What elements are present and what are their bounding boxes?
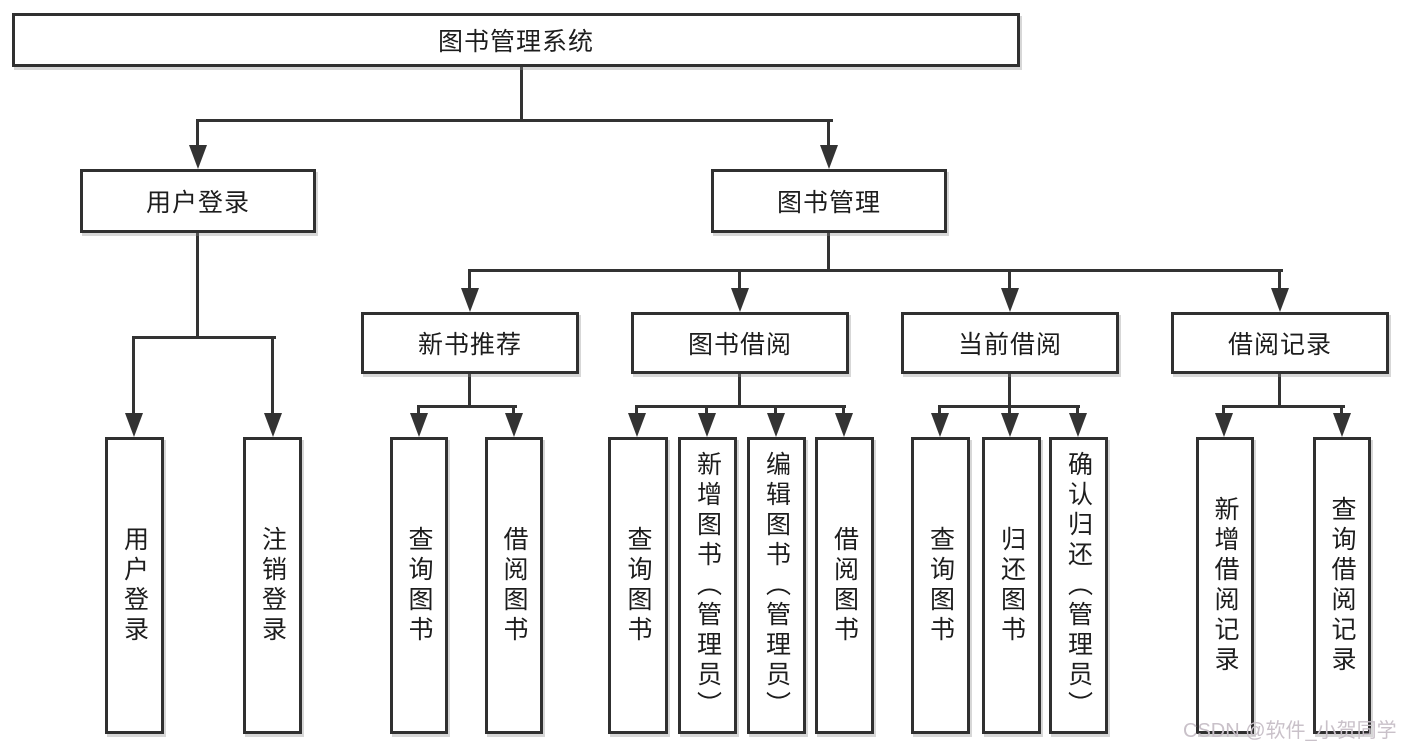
arrowhead-down-icon [698,413,716,437]
node-book-borrowing-label: 图书借阅 [687,331,792,359]
connector-line [1008,269,1011,292]
node-cb-confirm-return-admin-label: 确认归还（管理员） [1064,450,1093,721]
connector-line [132,336,276,339]
arrowhead-down-icon [1271,288,1289,312]
node-bb-add-book-admin-label: 新增图书（管理员） [693,450,722,721]
connector-line [417,405,517,408]
arrowhead-down-icon [1069,413,1087,437]
connector-line [1076,405,1079,417]
connector-line [1340,405,1343,417]
connector-line [705,405,708,417]
node-user-login-label: 用户登录 [145,189,250,217]
node-cb-query-book-label: 查询图书 [926,525,955,646]
arrowhead-down-icon [1215,413,1233,437]
arrowhead-down-icon [931,413,949,437]
arrowhead-down-icon [264,413,282,437]
connector-line [468,269,471,292]
connector-line [635,405,638,417]
arrowhead-down-icon [1001,288,1019,312]
connector-line [1222,405,1225,417]
connector-line [468,269,1283,272]
node-logout: 注销登录 [243,437,302,734]
connector-line [196,119,199,149]
arrowhead-down-icon [731,288,749,312]
arrowhead-down-icon [1333,413,1351,437]
node-user-login-leaf: 用户登录 [105,437,164,734]
node-bb-add-book-admin: 新增图书（管理员） [678,437,737,734]
arrowhead-down-icon [125,413,143,437]
node-library-management-system-label: 图书管理系统 [437,28,594,56]
node-user-login-leaf-label: 用户登录 [120,525,149,646]
connector-line [196,233,199,338]
connector-line [1008,374,1011,407]
connector-line [417,405,420,417]
node-nbr-query-book-label: 查询图书 [405,525,433,646]
node-bb-edit-book-admin: 编辑图书（管理员） [747,437,806,734]
node-br-query-record-label: 查询借阅记录 [1328,495,1356,676]
csdn-watermark: CSDN @软件_小贺同学 [1183,720,1397,742]
connector-line [738,269,741,292]
node-br-add-record-label: 新增借阅记录 [1211,495,1239,676]
arrowhead-down-icon [628,413,646,437]
connector-line [827,119,830,149]
arrowhead-down-icon [835,413,853,437]
arrowhead-down-icon [767,413,785,437]
node-cb-return-book: 归还图书 [982,437,1041,734]
connector-line [827,233,830,272]
node-br-query-record: 查询借阅记录 [1313,437,1371,734]
node-library-management-system: 图书管理系统 [12,13,1020,67]
connector-line [468,374,471,407]
node-cb-query-book: 查询图书 [911,437,970,734]
node-nbr-borrow-book: 借阅图书 [485,437,543,734]
connector-line [1278,269,1281,292]
node-current-borrowing-label: 当前借阅 [957,331,1062,359]
node-bb-edit-book-admin-label: 编辑图书（管理员） [762,450,791,721]
arrowhead-down-icon [189,145,207,169]
arrowhead-down-icon [505,413,523,437]
node-borrowing-records: 借阅记录 [1171,312,1389,374]
node-new-book-recommend: 新书推荐 [361,312,579,374]
arrowhead-down-icon [1001,413,1019,437]
node-bb-query-book: 查询图书 [608,437,668,734]
node-new-book-recommend-label: 新书推荐 [417,331,522,359]
connector-line [132,336,135,415]
connector-line [1278,374,1281,407]
connector-line [738,374,741,407]
connector-line [196,119,833,122]
connector-line [938,405,941,417]
node-br-add-record: 新增借阅记录 [1196,437,1254,734]
connector-line [635,405,846,408]
connector-line [774,405,777,417]
connector-line [1222,405,1345,408]
node-user-login: 用户登录 [80,169,316,233]
arrowhead-down-icon [410,413,428,437]
connector-line [1008,405,1011,417]
node-bb-borrow-book: 借阅图书 [815,437,874,734]
node-nbr-borrow-book-label: 借阅图书 [500,525,528,646]
node-logout-label: 注销登录 [258,525,287,646]
node-nbr-query-book: 查询图书 [390,437,448,734]
node-book-borrowing: 图书借阅 [631,312,849,374]
connector-line [842,405,845,417]
node-bb-query-book-label: 查询图书 [624,525,652,646]
node-book-management: 图书管理 [711,169,947,233]
node-current-borrowing: 当前借阅 [901,312,1119,374]
connector-line [271,336,274,415]
connector-line [512,405,515,417]
arrowhead-down-icon [820,145,838,169]
node-cb-return-book-label: 归还图书 [997,525,1026,646]
connector-line [520,67,523,122]
node-book-management-label: 图书管理 [776,189,881,217]
node-cb-confirm-return-admin: 确认归还（管理员） [1049,437,1108,734]
node-borrowing-records-label: 借阅记录 [1227,331,1332,359]
arrowhead-down-icon [461,288,479,312]
node-bb-borrow-book-label: 借阅图书 [830,525,859,646]
